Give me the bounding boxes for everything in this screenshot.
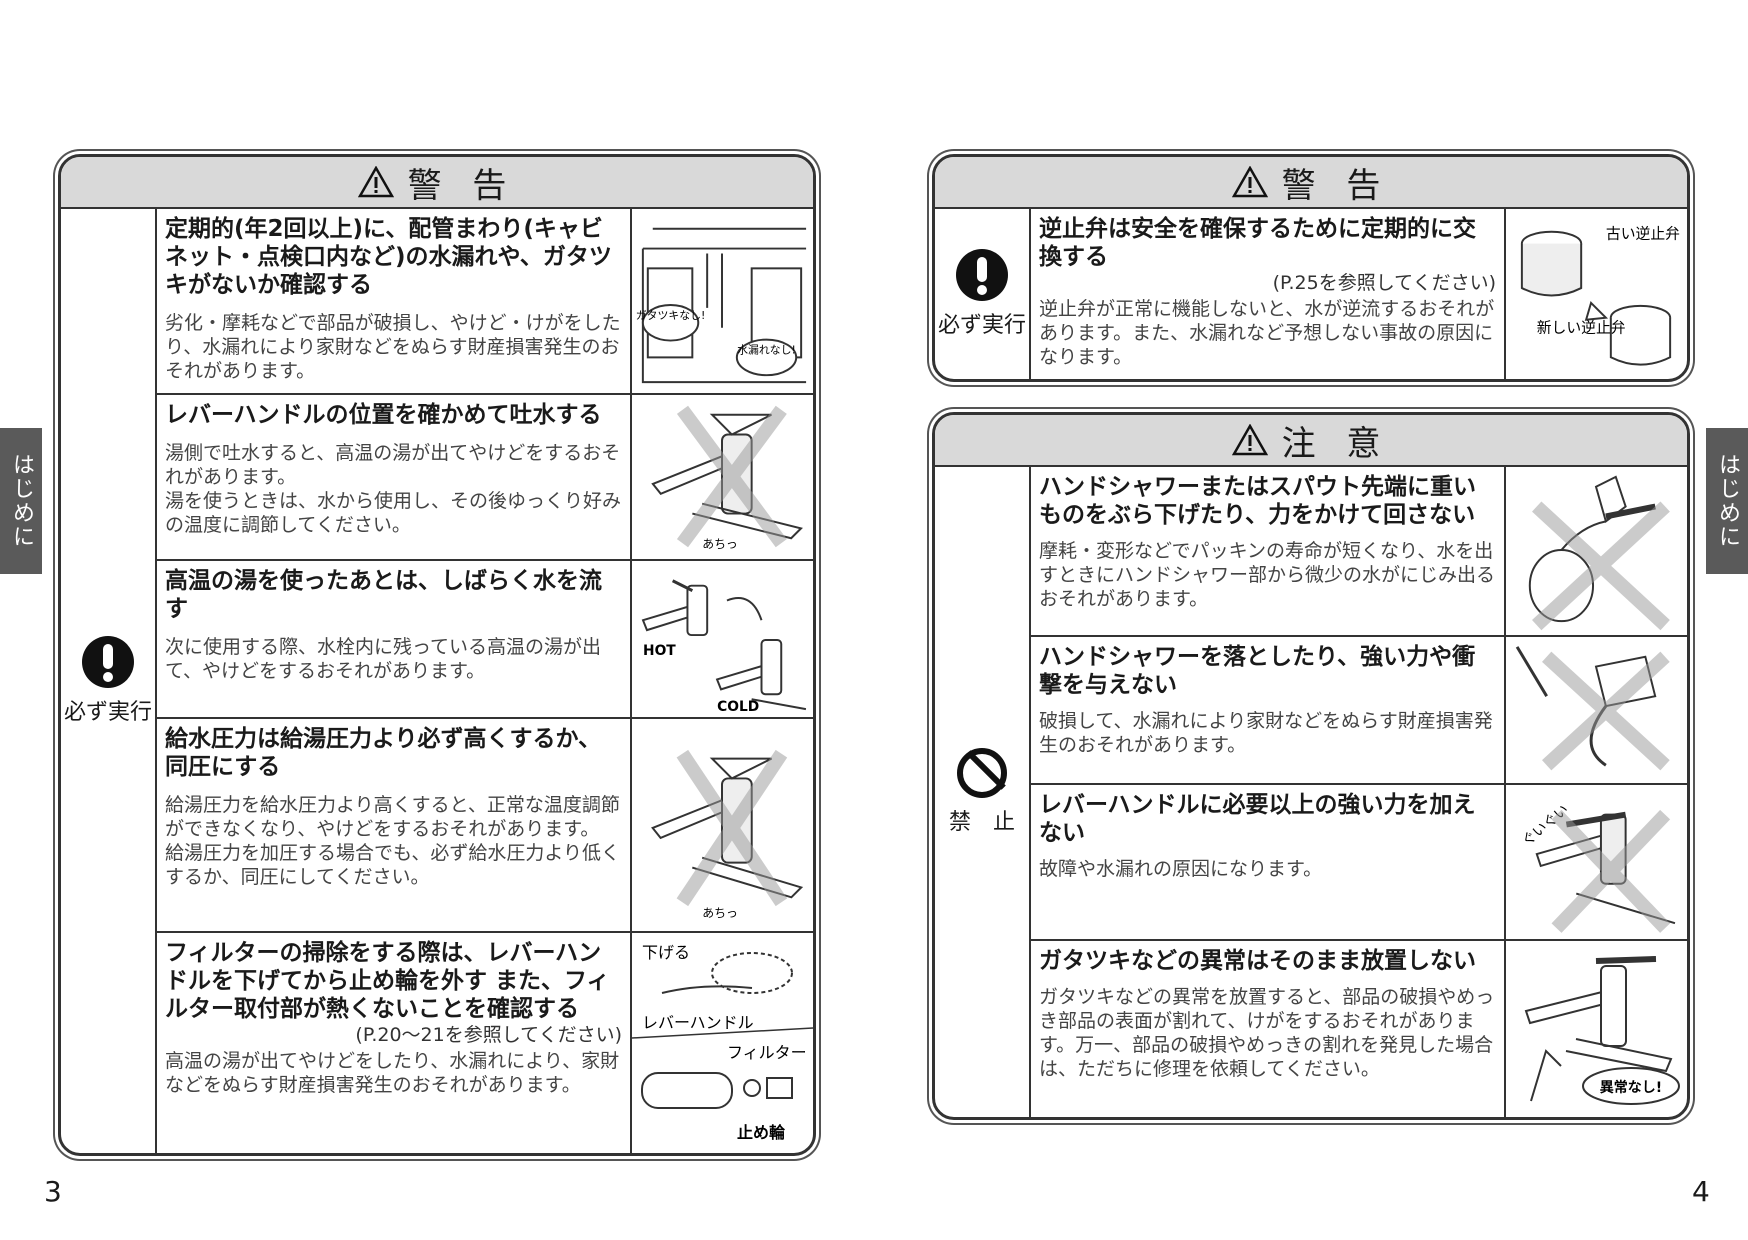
- side-tab-right: はじめに: [1706, 428, 1748, 574]
- illustration-label: 異常なし!: [1600, 1079, 1662, 1096]
- row-heading: 定期的(年2回以上)に、配管まわり(キャビネット・点検口内など)の水漏れや、ガタ…: [165, 216, 612, 298]
- warning-row: 高温の湯を使ったあとは、しばらく水を流す 次に使用する際、水栓内に残っている高温…: [157, 561, 813, 719]
- row-description: 給湯圧力を給水圧力より高くすると、正常な温度調節ができなくなり、やけどをするおそ…: [165, 794, 621, 888]
- mandatory-action-icon: [956, 249, 1008, 301]
- page-reference: (P.20〜21を参照してください): [355, 1024, 622, 1046]
- side-tab-left: はじめに: [0, 428, 42, 574]
- warning-triangle-icon: [1231, 424, 1268, 456]
- faucet-hot-illustration: あちっ: [632, 395, 813, 559]
- mandatory-label: 必ず実行: [63, 700, 152, 725]
- panel-title: 警 告: [407, 165, 517, 206]
- panel-title: 注 意: [1281, 423, 1391, 464]
- illustration-label: 下げる: [642, 943, 690, 962]
- row-heading: レバーハンドルの位置を確かめて吐水する: [165, 402, 602, 428]
- warning-row: フィルターの掃除をする際は、レバーハンドルを下げてから止め輪を外す また、フィル…: [157, 933, 813, 1153]
- panel-header: 注 意: [935, 415, 1687, 467]
- row-description: 湯側で吐水すると、高温の湯が出てやけどをするおそれがあります。湯を使うときは、水…: [165, 442, 622, 536]
- filter-illustration: 下げる レバーハンドル フィルター 止め輪: [632, 933, 813, 1153]
- warning-triangle-icon: [357, 166, 394, 198]
- caution-row: ハンドシャワーまたはスパウト先端に重いものをぶら下げたり、力をかけて回さない 摩…: [1031, 467, 1687, 637]
- page-number-right: 4: [1692, 1175, 1710, 1208]
- illustration-label: フィルター: [727, 1043, 807, 1062]
- row-description: 高温の湯が出てやけどをしたり、水漏れにより、家財などをぬらす財産損害発生のおそれ…: [165, 1050, 620, 1096]
- panel-title: 警 告: [1281, 165, 1391, 206]
- hot-cold-illustration: HOT COLD: [632, 561, 813, 717]
- illustration-label: COLD: [717, 699, 759, 715]
- panel-header: 警 告: [61, 157, 813, 209]
- row-heading: フィルターの掃除をする際は、レバーハンドルを下げてから止め輪を外す また、フィル…: [165, 940, 610, 1022]
- warning-row: 逆止弁は安全を確保するために定期的に交換する (P.25を参照してください) 逆…: [1031, 209, 1687, 379]
- mandatory-action-icon: [82, 636, 134, 688]
- prohibition-icon: [957, 748, 1007, 798]
- prohibition-label: 禁 止: [948, 810, 1015, 835]
- caution-panel-right: 注 意 禁 止 ハンドシャワーまたはスパウト先端に重いものをぶら下げたり、力をか…: [932, 412, 1690, 1120]
- row-heading: ガタツキなどの異常はそのまま放置しない: [1039, 948, 1476, 974]
- warning-row: 定期的(年2回以上)に、配管まわり(キャビネット・点検口内など)の水漏れや、ガタ…: [157, 209, 813, 395]
- warning-row: レバーハンドルの位置を確かめて吐水する 湯側で吐水すると、高温の湯が出てやけどを…: [157, 395, 813, 561]
- row-description: 逆止弁が正常に機能しないと、水が逆流するおそれがあります。また、水漏れなど予想し…: [1039, 298, 1495, 368]
- warning-triangle-icon: [1231, 166, 1268, 198]
- check-valve-illustration: 古い逆止弁 新しい逆止弁: [1506, 209, 1687, 379]
- row-heading: 高温の湯を使ったあとは、しばらく水を流す: [165, 568, 602, 622]
- row-description: 劣化・摩耗などで部品が破損し、やけど・けがをしたり、水漏れにより家財などをぬらす…: [165, 312, 621, 382]
- caution-row: レバーハンドルに必要以上の強い力を加えない 故障や水漏れの原因になります。 ぐい…: [1031, 785, 1687, 941]
- illustration-label: 止め輪: [737, 1123, 786, 1142]
- illustration-label: ガタツキなし!: [636, 309, 706, 322]
- illustration-label: 水漏れなし!: [737, 343, 796, 356]
- hanging-weight-illustration: [1506, 467, 1687, 635]
- row-description: ガタツキなどの異常を放置すると、部品の破損やめっき部品の表面が割れて、けがをする…: [1039, 986, 1495, 1080]
- mandatory-column: 必ず実行: [935, 209, 1031, 379]
- inspection-illustration: 異常なし!: [1506, 941, 1687, 1117]
- prohibition-column: 禁 止: [935, 467, 1031, 1117]
- page-reference: (P.25を参照してください): [1272, 272, 1496, 294]
- illustration-label: 古い逆止弁: [1606, 226, 1680, 243]
- illustration-label: 新しい逆止弁: [1537, 320, 1626, 337]
- illustration-label: HOT: [643, 643, 676, 659]
- row-heading: レバーハンドルに必要以上の強い力を加えない: [1039, 792, 1476, 846]
- row-heading: ハンドシャワーまたはスパウト先端に重いものをぶら下げたり、力をかけて回さない: [1039, 474, 1476, 528]
- row-heading: ハンドシャワーを落としたり、強い力や衝撃を与えない: [1039, 644, 1476, 698]
- row-description: 摩耗・変形などでパッキンの寿命が短くなり、水を出すときにハンドシャワー部から微少…: [1039, 540, 1496, 610]
- caution-row: ガタツキなどの異常はそのまま放置しない ガタツキなどの異常を放置すると、部品の破…: [1031, 941, 1687, 1117]
- warning-row: 給水圧力は給湯圧力より必ず高くするか、同圧にする 給湯圧力を給水圧力より高くする…: [157, 719, 813, 933]
- row-description: 故障や水漏れの原因になります。: [1039, 858, 1323, 880]
- illustration-label: あちっ: [702, 906, 738, 920]
- illustration-label: あちっ: [702, 537, 738, 551]
- warning-panel-left: 警 告 必ず実行 定期的(年2回以上)に、配管まわり(キャビネット・点検口内など…: [58, 154, 816, 1156]
- mandatory-label: 必ず実行: [937, 313, 1026, 338]
- panel-header: 警 告: [935, 157, 1687, 209]
- row-description: 破損して、水漏れにより家財などをぬらす財産損害発生のおそれがあります。: [1039, 710, 1493, 756]
- faucet-pressure-illustration: あちっ: [632, 719, 813, 931]
- illustration-label: レバーハンドル: [642, 1013, 754, 1032]
- row-heading: 逆止弁は安全を確保するために定期的に交換する: [1039, 216, 1476, 270]
- warning-panel-right: 警 告 必ず実行 逆止弁は安全を確保するために定期的に交換する (P.25を参照…: [932, 154, 1690, 382]
- cabinet-illustration: ガタツキなし! 水漏れなし!: [632, 209, 813, 393]
- row-description: 次に使用する際、水栓内に残っている高温の湯が出て、やけどをするおそれがあります。: [165, 636, 602, 682]
- drop-shower-illustration: [1506, 637, 1687, 783]
- row-heading: 給水圧力は給湯圧力より必ず高くするか、同圧にする: [165, 726, 602, 780]
- caution-row: ハンドシャワーを落としたり、強い力や衝撃を与えない 破損して、水漏れにより家財な…: [1031, 637, 1687, 785]
- lever-force-illustration: ぐいぐい: [1506, 785, 1687, 939]
- mandatory-column: 必ず実行: [61, 209, 157, 1153]
- page-number-left: 3: [44, 1175, 62, 1208]
